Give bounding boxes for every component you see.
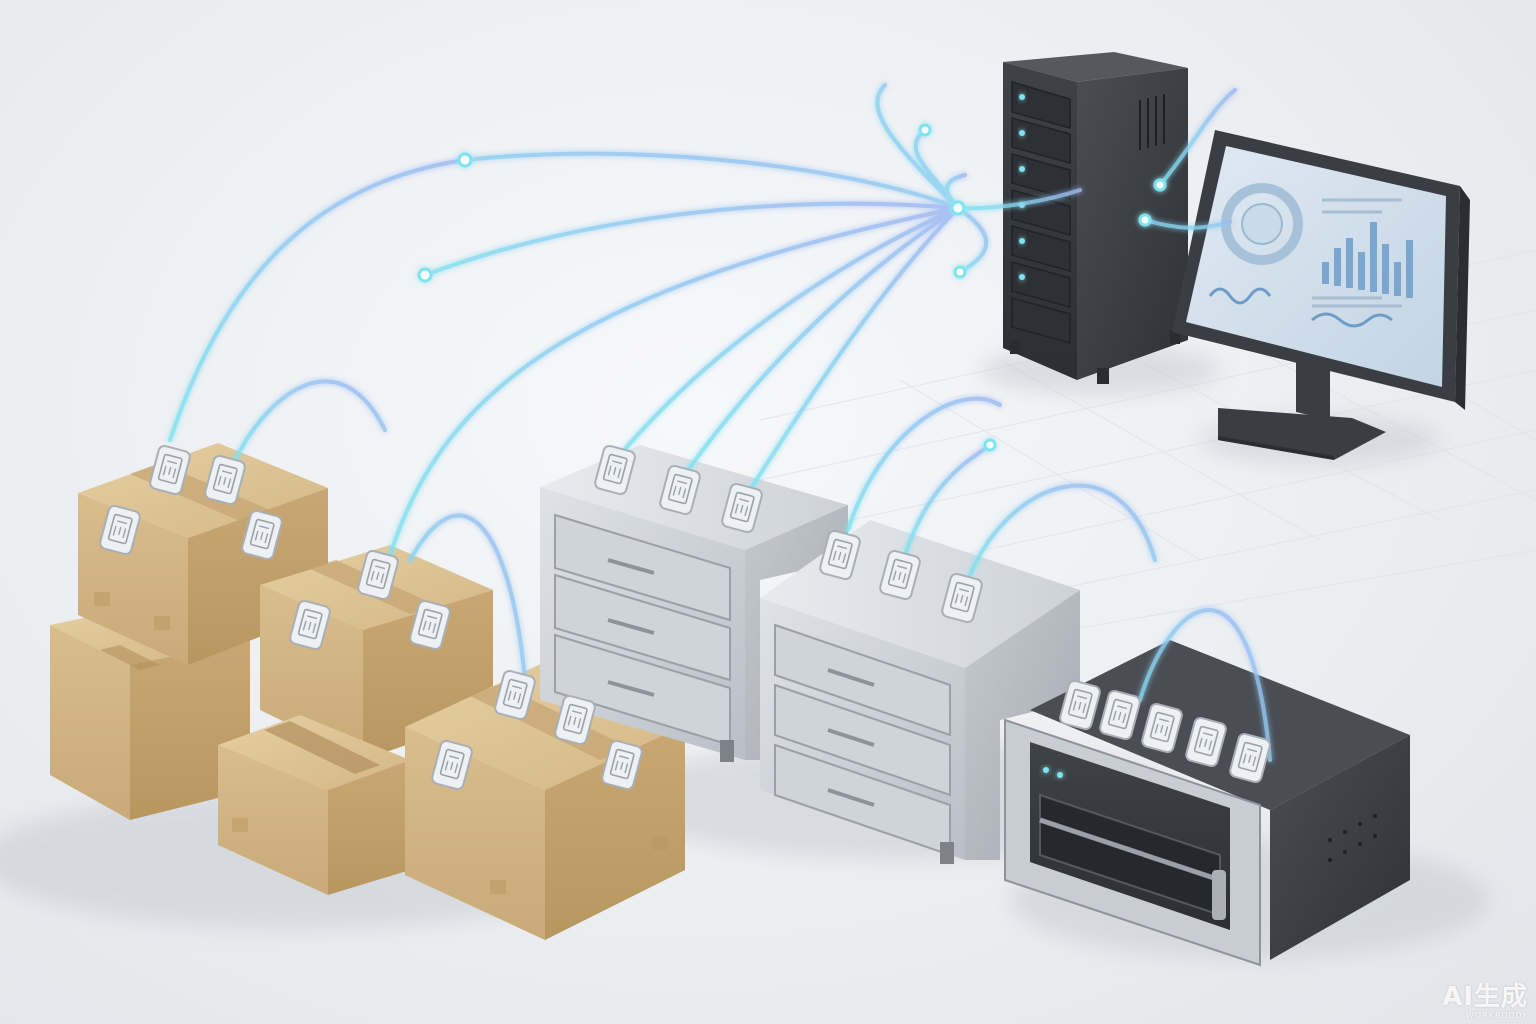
drawer-cabinet-icon [760, 520, 1080, 864]
server-rack-icon [1003, 52, 1188, 384]
monitor-icon [1172, 130, 1470, 460]
watermark: AI生成 WORKBUDDY [1442, 984, 1528, 1020]
watermark-sub: WORKBUDDY [1465, 1011, 1528, 1020]
signal-nodes [417, 123, 1167, 452]
equipment-unit-icon [1004, 640, 1410, 967]
watermark-main: AI生成 [1442, 982, 1528, 1012]
cardboard-box-icon [218, 715, 410, 895]
rfid-signal-lines [168, 83, 1272, 762]
